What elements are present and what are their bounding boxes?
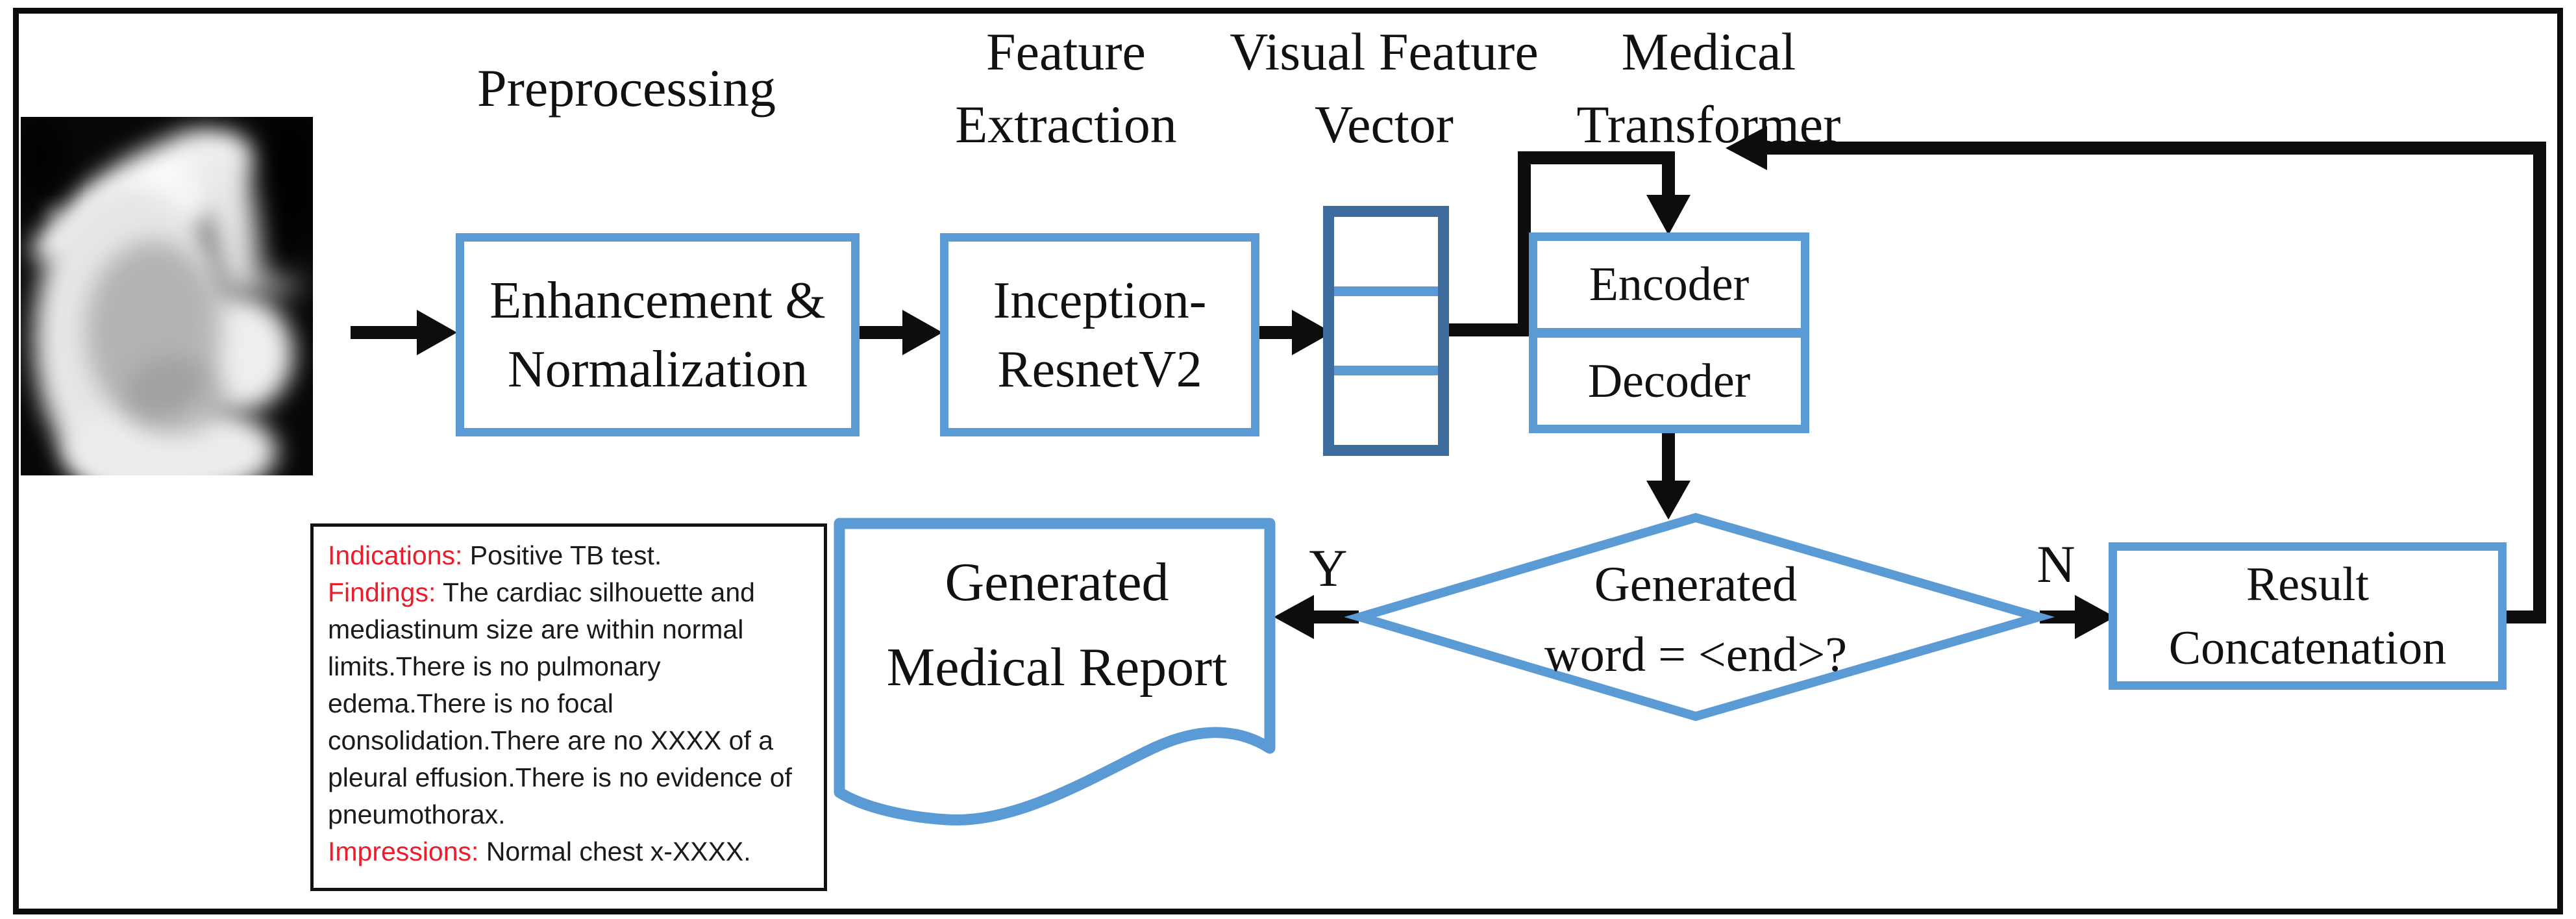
report-impressions-text: Normal chest x-XXXX.	[478, 837, 751, 866]
report-indications-label: Indications:	[328, 540, 463, 570]
node-enhancement-line1: Enhancement &	[489, 271, 826, 329]
report-indications-line: Indications: Positive TB test.	[328, 537, 810, 574]
branch-label-yes: Y	[1309, 538, 1348, 598]
arrowhead-no-to-result	[2075, 595, 2115, 639]
node-result-line2: Concatenation	[2168, 621, 2447, 675]
vector-cell-3	[1334, 375, 1438, 445]
arrowhead-to-vector	[1292, 310, 1332, 355]
generated-report-document-shape	[834, 518, 1276, 826]
label-medical-transformer-line1: Medical	[1621, 22, 1796, 81]
report-findings-label: Findings:	[328, 577, 436, 607]
branch-label-no: N	[2037, 535, 2075, 594]
visual-feature-vector-box	[1323, 206, 1449, 456]
flow-lines	[351, 142, 2546, 623]
report-shape-text-line2: Medical Report	[886, 637, 1228, 698]
xray-abdomen	[63, 403, 277, 475]
decision-text-line2: word = <end>?	[1544, 627, 1848, 682]
vector-cell-2	[1334, 296, 1438, 366]
xray-dark-corner	[260, 117, 313, 279]
xray-side-marker	[47, 205, 75, 236]
chest-xray-image	[21, 117, 313, 475]
report-findings-line: Findings: The cardiac silhouette and med…	[328, 574, 810, 833]
node-encoder-label: Encoder	[1589, 257, 1750, 311]
label-preprocessing: Preprocessing	[448, 52, 805, 125]
xray-lower-lung	[125, 357, 229, 435]
flow-arrowheads	[417, 126, 2115, 639]
arrowhead-feedback-to-transformer	[1726, 126, 1767, 170]
report-impressions-label: Impressions:	[328, 837, 479, 866]
node-encoder: Encoder	[1537, 241, 1801, 328]
report-impressions-line: Impressions: Normal chest x-XXXX.	[328, 833, 810, 870]
node-inception-line2: ResnetV2	[997, 340, 1202, 398]
arrowhead-to-decision	[1646, 481, 1690, 520]
node-inception-resnetv2: Inception- ResnetV2	[940, 233, 1259, 436]
line-vector-to-encoder	[1449, 151, 1675, 336]
label-feature-extraction-line1: Feature	[986, 22, 1146, 81]
label-preprocessing-text: Preprocessing	[477, 58, 776, 118]
example-report-box: Indications: Positive TB test. Findings:…	[310, 523, 827, 891]
xray-dark-corner-left	[21, 117, 60, 195]
node-inception-line1: Inception-	[993, 271, 1207, 329]
vector-separator-2	[1334, 366, 1438, 375]
line-result-feedback-loop	[1767, 142, 2546, 623]
node-result-concatenation: Result Concatenation	[2109, 542, 2507, 690]
arrowhead-to-inception	[902, 310, 943, 355]
node-medical-transformer: Encoder Decoder	[1529, 233, 1809, 433]
label-feature-extraction: Feature Extraction	[904, 16, 1228, 161]
arrowhead-yes-to-report	[1274, 595, 1314, 639]
label-visual-feature-vector: Visual Feature Vector	[1222, 16, 1546, 161]
vector-cell-1	[1334, 217, 1438, 286]
report-findings-text: The cardiac silhouette and mediastinum s…	[328, 577, 792, 829]
node-decoder-label: Decoder	[1587, 354, 1751, 408]
label-medical-transformer: Medical Transformer	[1546, 16, 1871, 161]
node-enhancement-line2: Normalization	[507, 340, 808, 398]
label-visual-feature-vector-line1: Visual Feature	[1230, 22, 1539, 81]
node-decoder: Decoder	[1537, 338, 1801, 425]
vector-separator-1	[1334, 286, 1438, 296]
arrowhead-to-encoder	[1646, 195, 1690, 235]
label-feature-extraction-line2: Extraction	[955, 95, 1177, 154]
decision-text-line1: Generated	[1594, 557, 1798, 612]
arrowhead-to-enhancement	[417, 310, 457, 355]
label-visual-feature-vector-line2: Vector	[1314, 95, 1454, 154]
report-shape-text-line1: Generated	[945, 552, 1169, 612]
figure-border	[13, 8, 2563, 914]
encoder-decoder-separator	[1537, 328, 1801, 338]
decision-diamond-shape	[1344, 512, 2055, 722]
node-result-line1: Result	[2246, 557, 2370, 611]
report-indications-text: Positive TB test.	[462, 540, 662, 570]
node-enhancement-normalization: Enhancement & Normalization	[456, 233, 860, 436]
